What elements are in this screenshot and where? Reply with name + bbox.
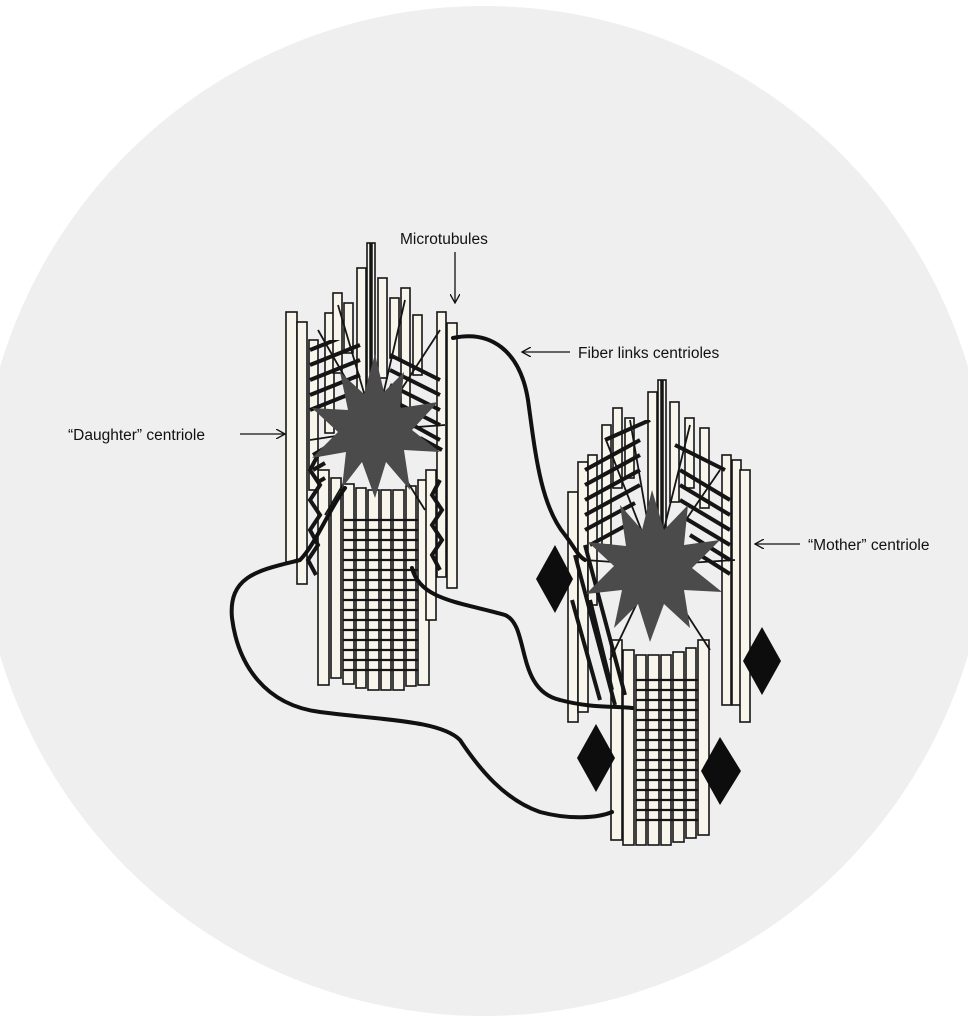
mother-hatching [584, 420, 732, 576]
appendage-diamond-icon [536, 545, 573, 613]
fiber-link-middle [410, 566, 634, 710]
mother-lower-rungs [636, 678, 698, 822]
mother-centriole [536, 379, 781, 846]
daughter-star-icon [312, 354, 440, 498]
label-microtubules: Microtubules [400, 231, 488, 248]
label-daughter: “Daughter” centriole [68, 427, 205, 444]
label-mother: “Mother” centriole [808, 537, 929, 554]
daughter-centriole [285, 242, 458, 691]
fiber-links [229, 334, 634, 820]
mother-star-icon [586, 490, 722, 642]
daughter-lower-rungs [343, 518, 418, 672]
labels: Microtubules Fiber links centrioles “Dau… [68, 231, 929, 554]
appendage-diamond-icon [743, 627, 781, 695]
mother-lower-barrel [610, 639, 710, 846]
appendage-diamond-icon [577, 724, 615, 792]
label-fiber-links: Fiber links centrioles [578, 345, 720, 362]
fiber-link-lower [229, 486, 614, 820]
mother-diagonal-fibers [570, 544, 627, 706]
mother-upper-barrel [567, 379, 751, 723]
background-disc [0, 6, 968, 1016]
fiber-link-upper [451, 334, 587, 562]
appendage-diamond-icon [701, 737, 741, 805]
